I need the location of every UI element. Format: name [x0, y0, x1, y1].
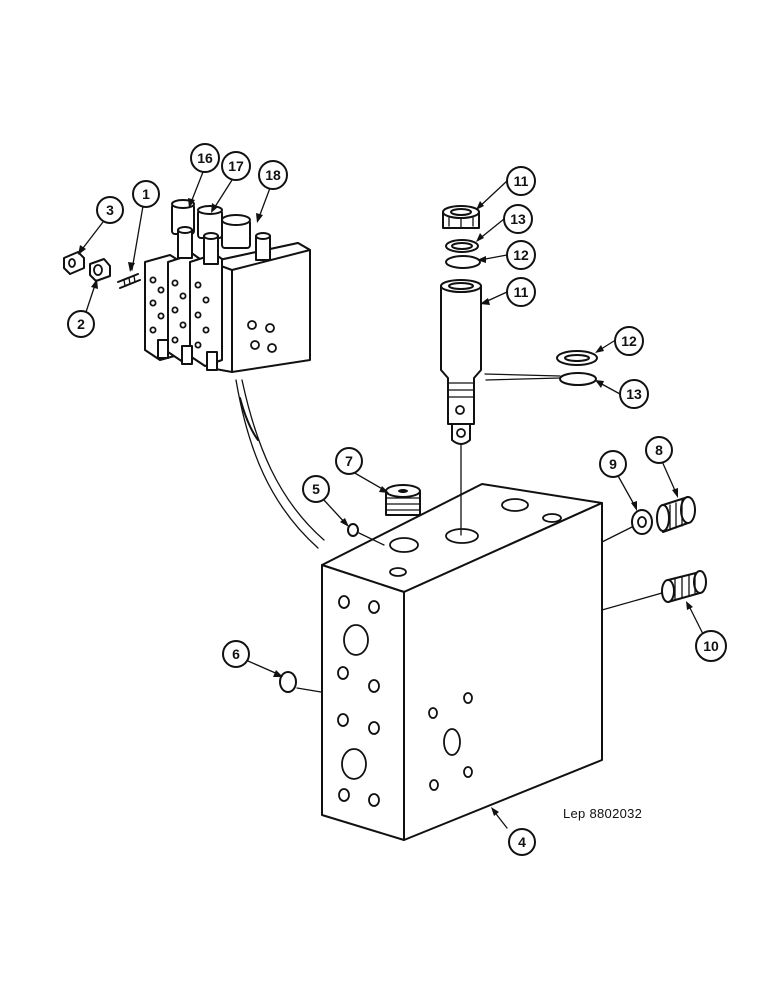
- callout-13-top: 13: [503, 204, 533, 234]
- assembly-lines: [235, 373, 663, 693]
- svg-text:9: 9: [609, 456, 617, 472]
- callout-1: 1: [132, 180, 160, 208]
- svg-text:12: 12: [513, 247, 529, 263]
- callout-11-top: 11: [506, 166, 536, 196]
- svg-text:13: 13: [510, 211, 526, 227]
- callout-18: 18: [258, 160, 288, 190]
- cartridge-port: [445, 528, 479, 544]
- svg-text:18: 18: [265, 167, 281, 183]
- callout-17: 17: [221, 151, 251, 181]
- callout-3: 3: [96, 196, 124, 224]
- svg-text:4: 4: [518, 834, 526, 850]
- stud-nut-washer: [63, 251, 141, 289]
- relief-cartridge: [440, 205, 598, 445]
- callout-12-side: 12: [614, 326, 644, 356]
- leader-lines: [78, 171, 704, 829]
- o-ring-6: [279, 671, 297, 693]
- svg-text:5: 5: [312, 481, 320, 497]
- svg-text:1: 1: [142, 186, 150, 202]
- callout-7: 7: [335, 447, 363, 475]
- svg-text:11: 11: [514, 284, 529, 300]
- svg-text:16: 16: [197, 150, 213, 166]
- svg-text:13: 13: [626, 386, 642, 402]
- svg-text:8: 8: [655, 442, 663, 458]
- washer-9: [631, 509, 653, 535]
- callout-4: 4: [508, 828, 536, 856]
- plug-7: [385, 484, 421, 516]
- plug-8: [656, 496, 696, 533]
- callout-8: 8: [645, 436, 673, 464]
- callout-9: 9: [599, 450, 627, 478]
- control-valve-bank: [144, 199, 311, 373]
- callout-2: 2: [67, 310, 95, 338]
- o-ring-5: [347, 523, 359, 537]
- callout-11-body: 11: [506, 277, 536, 307]
- drawing-reference: Lep 8802032: [563, 806, 642, 821]
- svg-text:10: 10: [703, 638, 719, 654]
- svg-text:7: 7: [345, 453, 353, 469]
- callout-16: 16: [190, 143, 220, 173]
- svg-text:12: 12: [621, 333, 637, 349]
- svg-text:6: 6: [232, 646, 240, 662]
- callout-13-side: 13: [619, 379, 649, 409]
- svg-text:3: 3: [106, 202, 114, 218]
- manifold-block: [321, 483, 603, 841]
- svg-text:2: 2: [77, 316, 85, 332]
- svg-text:17: 17: [228, 158, 244, 174]
- callout-6: 6: [222, 640, 250, 668]
- plug-10: [661, 570, 707, 603]
- svg-text:11: 11: [514, 173, 529, 189]
- callout-12-top: 12: [506, 240, 536, 270]
- callout-5: 5: [302, 475, 330, 503]
- callout-10: 10: [695, 630, 727, 662]
